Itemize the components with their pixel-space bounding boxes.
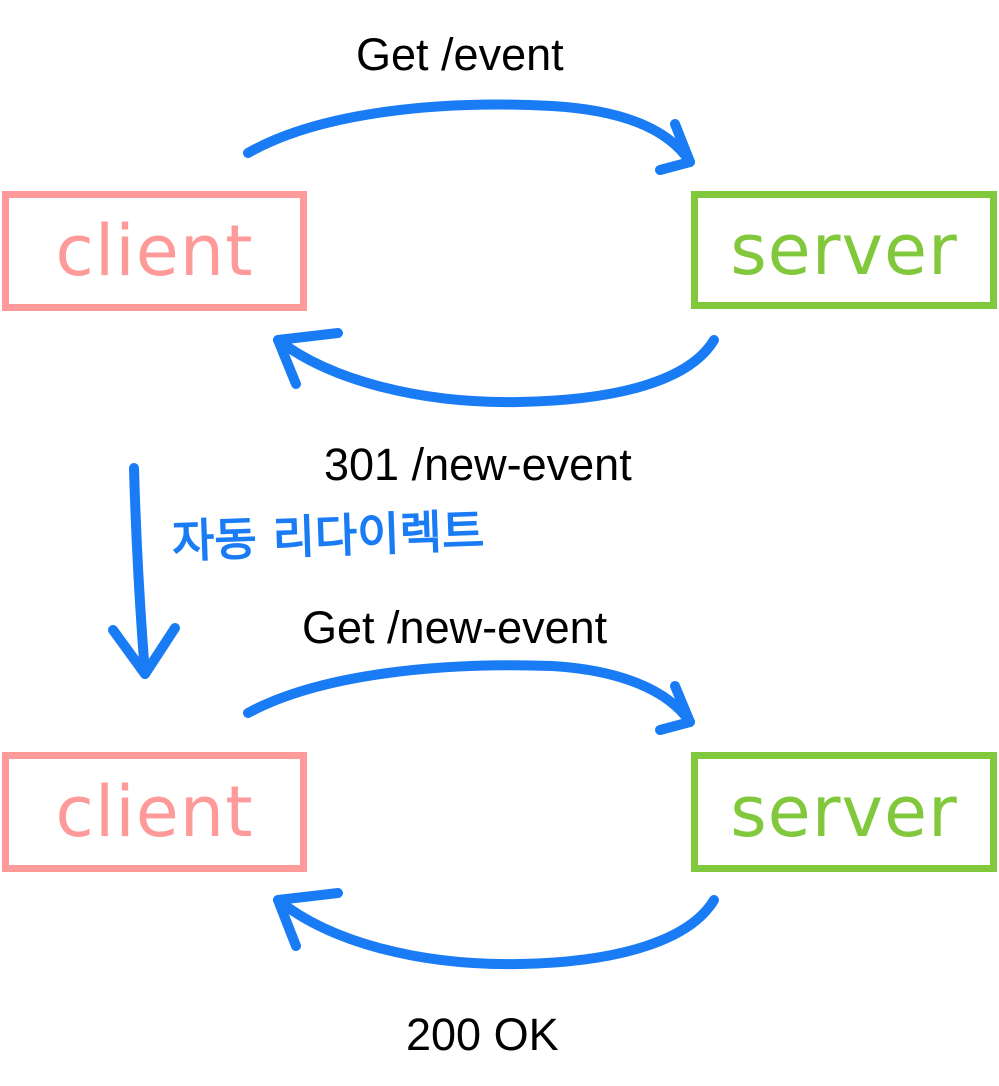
bottom-request-arrow <box>243 660 695 735</box>
top-request-arrow <box>243 99 695 175</box>
redirect-down-arrow <box>108 463 180 679</box>
bottom-response-label: 200 OK <box>406 1009 559 1060</box>
top-response-arrow <box>273 328 719 408</box>
top-server-label: server <box>730 209 958 291</box>
top-response-label: 301 /new-event <box>324 439 632 490</box>
top-client-box: client <box>2 191 307 311</box>
redirect-note: 자동 리다이렉트 <box>171 503 486 569</box>
bottom-server-label: server <box>730 771 958 853</box>
bottom-request-label: Get /new-event <box>302 602 608 653</box>
bottom-client-label: client <box>55 771 254 853</box>
bottom-response-arrow <box>273 888 719 970</box>
top-request-label: Get /event <box>356 29 564 80</box>
top-server-box: server <box>691 191 997 309</box>
top-client-label: client <box>55 210 254 292</box>
bottom-client-box: client <box>2 752 307 872</box>
bottom-server-box: server <box>691 752 997 872</box>
